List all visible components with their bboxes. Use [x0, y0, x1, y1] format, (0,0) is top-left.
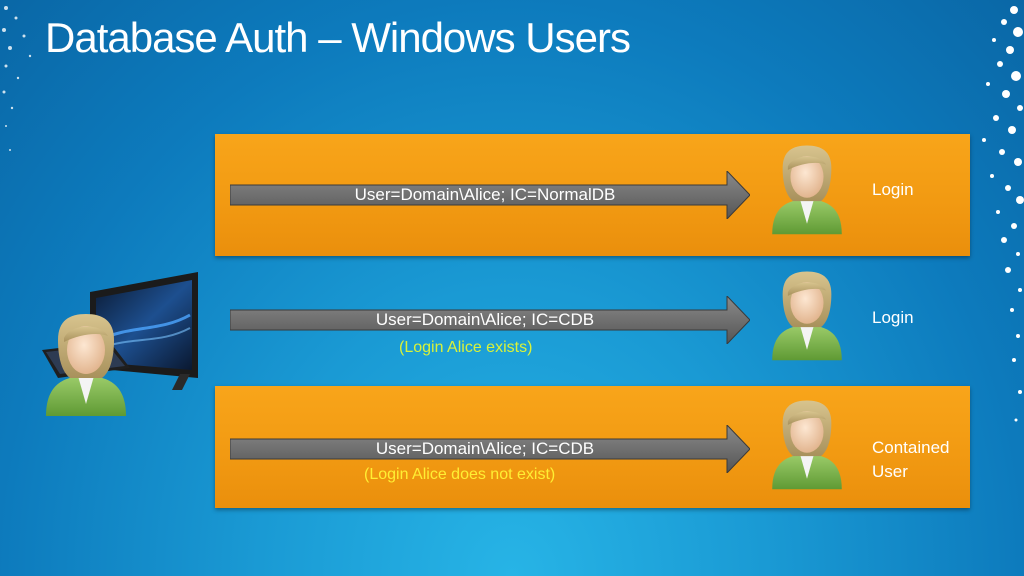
row-3-target-label: Contained User [872, 438, 950, 481]
row-3-note: (Login Alice does not exist) [364, 466, 556, 483]
row-2-connection-arrow: User=Domain\Alice; IC=CDB [230, 296, 750, 344]
row-2-user-icon [767, 266, 847, 369]
client-user-icon [40, 312, 132, 421]
slide-title: Database Auth – Windows Users [45, 14, 631, 61]
row-1-target-label: Login [872, 180, 914, 199]
row-2-connection-string: User=Domain\Alice; IC=CDB [375, 310, 595, 329]
decorative-dots-left [2, 6, 32, 151]
arrow-right-icon [230, 296, 750, 344]
row-3-user-icon [767, 395, 847, 498]
row-1-user-icon [767, 140, 847, 243]
arrow-right-icon [230, 425, 750, 473]
row-1-connection-arrow: User=Domain\Alice; IC=NormalDB [230, 171, 750, 219]
row-3-connection-arrow: User=Domain\Alice; IC=CDB [230, 425, 750, 473]
row-3-connection-string: User=Domain\Alice; IC=CDB [375, 439, 595, 458]
decorative-dots-right [982, 6, 1024, 422]
row-2-target-label: Login [872, 308, 914, 327]
arrow-right-icon [230, 171, 750, 219]
row-1-connection-string: User=Domain\Alice; IC=NormalDB [354, 185, 616, 204]
row-2-note: (Login Alice exists) [399, 339, 533, 356]
